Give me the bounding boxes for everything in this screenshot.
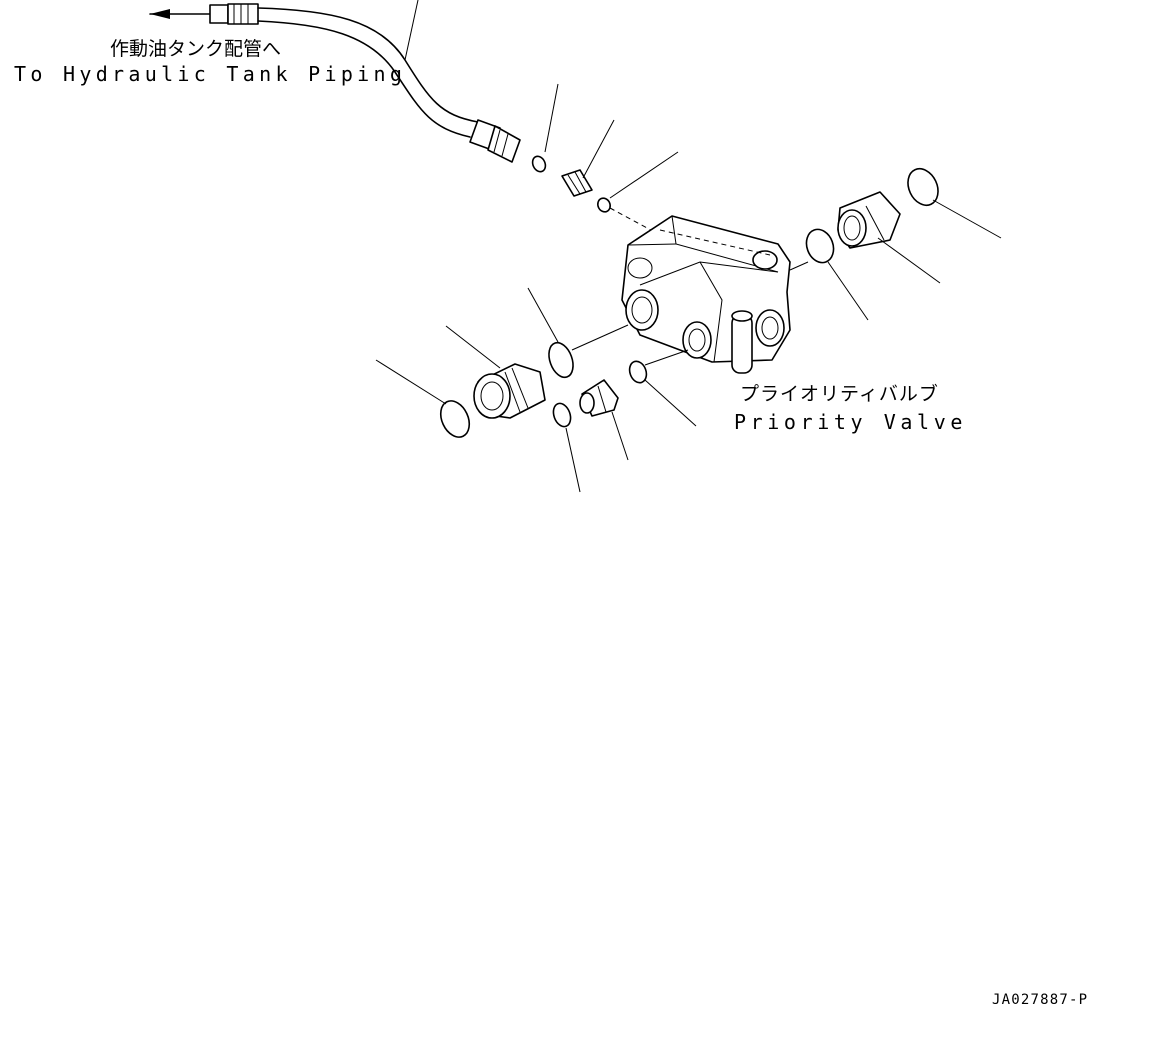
large-union-fitting-left bbox=[445, 325, 546, 419]
o-ring-far-right bbox=[907, 167, 1002, 239]
drawing-code: JA027887-P bbox=[992, 992, 1089, 1008]
o-ring-left-port bbox=[527, 287, 629, 379]
o-ring-lower-port bbox=[628, 349, 697, 427]
o-ring-small-lower bbox=[552, 402, 581, 493]
hydraulic-hose bbox=[257, 0, 479, 138]
small-union-fitting-upper bbox=[561, 119, 615, 197]
small-union-fitting-lower bbox=[579, 379, 629, 461]
hose-end-fitting-lower bbox=[469, 119, 521, 163]
tank-piping-label-jp: 作動油タンク配管へ bbox=[110, 38, 282, 60]
flow-arrow bbox=[149, 9, 211, 19]
priority-valve-label-en: Priority Valve bbox=[734, 410, 967, 434]
priority-valve-label-jp: プライオリティバルブ bbox=[740, 383, 939, 405]
o-ring-far-left bbox=[375, 359, 471, 438]
o-ring-right-inner bbox=[789, 228, 869, 321]
priority-valve-body bbox=[621, 215, 791, 374]
tank-piping-label-en: To Hydraulic Tank Piping bbox=[14, 62, 407, 86]
large-union-fitting-right bbox=[837, 191, 941, 284]
hose-end-fitting-top bbox=[209, 3, 259, 25]
o-ring-upper-left bbox=[531, 83, 559, 173]
